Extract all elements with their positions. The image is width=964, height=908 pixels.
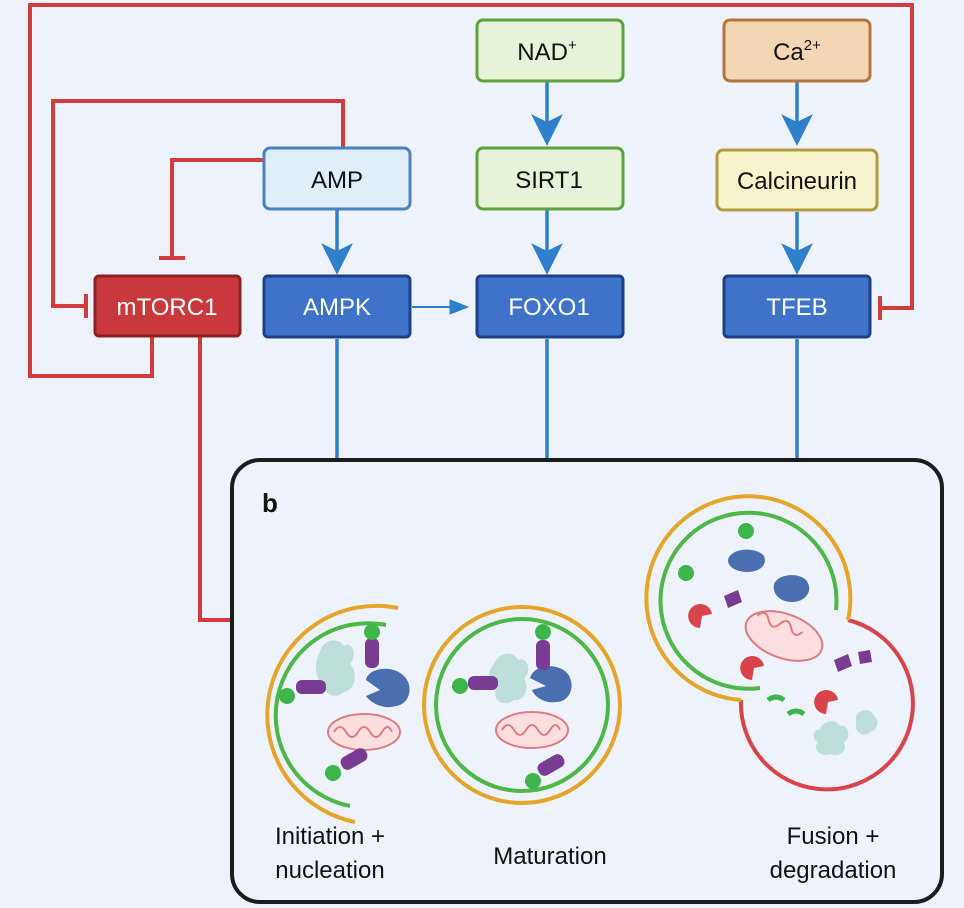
- foxo1-label: FOXO1: [508, 294, 589, 321]
- maturation-lc3-dot-1: [535, 624, 551, 640]
- ca-label: Ca: [773, 39, 804, 66]
- sirt1-label: SIRT1: [515, 167, 583, 194]
- maturation-atg-receptor-1: [536, 640, 550, 670]
- initiation-ribosome-cargo: [366, 668, 410, 708]
- initiation-lc3-dot-1: [364, 624, 380, 640]
- maturation-outer-membrane: [422, 605, 622, 805]
- calcineurin-node: Calcineurin: [715, 148, 879, 212]
- tfeb-node: TFEB: [722, 274, 872, 339]
- fusion-cargo-fragment-2: [773, 575, 810, 602]
- maturation-autophagosome: [422, 605, 622, 805]
- ampk-to-foxo1-arrowhead: [449, 299, 470, 315]
- fusion-enzyme-2: [740, 656, 764, 680]
- fusion-enzyme-1: [688, 604, 712, 628]
- maturation-inner-membrane: [434, 617, 610, 793]
- maturation-mitochondrion: [495, 711, 569, 749]
- initiation-phagophore: [265, 603, 410, 824]
- calcineurin-to-tfeb-arrowhead: [781, 243, 813, 275]
- initiation-mitochondrion: [327, 713, 401, 751]
- maturation-ribosome-cargo: [530, 666, 572, 703]
- maturation-atg-receptor-2: [468, 676, 498, 690]
- panel-b-frame: [230, 458, 944, 904]
- foxo1-node: FOXO1: [475, 274, 625, 339]
- sirt1-node: SIRT1: [475, 146, 625, 211]
- fusion-lc3-dot-1: [738, 523, 754, 539]
- amp-label: AMP: [311, 167, 363, 194]
- ca-superscript: 2+: [804, 37, 821, 54]
- svg-text:Ca2+: Ca2+: [773, 37, 821, 66]
- fusion-label-line1: Fusion +: [787, 823, 880, 850]
- amp-node: AMP: [262, 146, 412, 211]
- panel-letter: b: [262, 488, 278, 518]
- initiation-inner-membrane: [273, 621, 387, 808]
- fusion-lysosome-membrane: [738, 618, 915, 792]
- initiation-mitochondrion-cristae: [333, 726, 393, 738]
- fusion-membrane-fragment-2: [786, 708, 806, 717]
- svg-text:NAD+: NAD+: [517, 37, 577, 66]
- maturation-lc3-dot-3: [525, 773, 541, 789]
- initiation-lc3-dot-3: [325, 765, 341, 781]
- fusion-outer-membrane: [644, 494, 853, 702]
- amp-to-mtorc1-inhibition-line: [170, 158, 264, 258]
- maturation-protein-aggregate: [489, 653, 529, 704]
- fusion-cargo-fragment-1: [728, 549, 765, 572]
- inhibition-lines: [28, 3, 914, 633]
- initiation-label-line1: Initiation +: [275, 823, 385, 850]
- tfeb-label: TFEB: [766, 294, 827, 321]
- fusion-protein-aggregate: [813, 721, 849, 756]
- mtorc1-node: mTORC1: [93, 274, 242, 338]
- initiation-atg-receptor-1: [365, 638, 379, 668]
- initiation-atg-receptor-3: [340, 748, 368, 770]
- maturation-lc3-dot-2: [452, 678, 468, 694]
- fusion-receptor-fragment-3: [858, 650, 872, 664]
- nad-node: NAD+: [475, 18, 625, 83]
- fusion-protein-aggregate-2: [855, 710, 878, 735]
- fusion-membrane-fragment-1: [766, 694, 786, 703]
- ca-node: Ca2+: [722, 18, 872, 83]
- nad-to-sirt1-arrowhead: [531, 114, 563, 146]
- fusion-autolysosome: [644, 494, 915, 792]
- calcineurin-label: Calcineurin: [737, 168, 857, 195]
- mtorc1-label: mTORC1: [117, 294, 218, 321]
- fusion-enzyme-3: [814, 690, 838, 714]
- amp-to-ampk-arrowhead: [321, 243, 353, 275]
- maturation-atg-receptor-3: [537, 754, 565, 776]
- initiation-protein-aggregate: [315, 640, 355, 696]
- fusion-mitochondrion: [744, 610, 824, 662]
- ampk-node: AMPK: [262, 274, 412, 339]
- nad-superscript: +: [568, 37, 577, 54]
- nad-label: NAD: [517, 39, 568, 66]
- fusion-lc3-dot-2: [678, 565, 694, 581]
- fusion-receptor-fragment-1: [724, 590, 742, 608]
- maturation-mitochondrion-cristae: [501, 724, 561, 736]
- fusion-inner-membrane: [658, 510, 839, 691]
- initiation-label-line2: nucleation: [275, 857, 384, 884]
- ampk-label: AMPK: [303, 294, 371, 321]
- amp-loop-inhibition-line: [51, 99, 345, 308]
- fusion-receptor-fragment-2: [834, 654, 852, 672]
- fusion-mitochondrion-cristae: [756, 611, 804, 636]
- initiation-outer-membrane: [265, 603, 399, 824]
- ca-to-calcineurin-arrowhead: [781, 114, 813, 146]
- mtorc1-to-tfeb-inhibition-line: [28, 3, 914, 378]
- sirt1-to-foxo1-arrowhead: [531, 243, 563, 275]
- initiation-lc3-dot-2: [279, 688, 295, 704]
- fusion-label-line2: degradation: [770, 857, 897, 884]
- maturation-label: Maturation: [493, 843, 606, 870]
- initiation-atg-receptor-2: [296, 680, 326, 694]
